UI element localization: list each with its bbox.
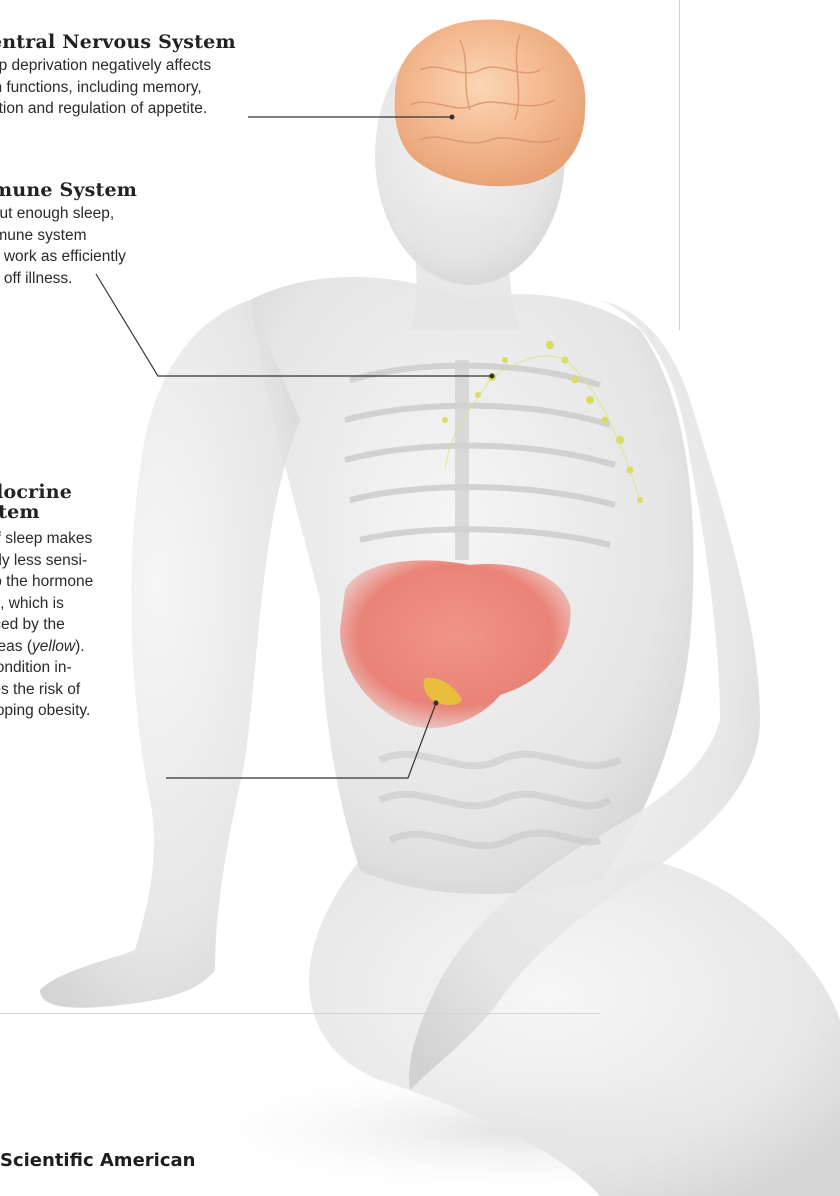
callout-title: nmune System — [0, 180, 137, 200]
callout-line: not work as efficiently — [0, 246, 137, 268]
callout-line: ulin, which is — [0, 593, 93, 615]
column-divider — [679, 0, 680, 330]
callout-line: veloping obesity. — [0, 700, 93, 722]
callout-title-line: ystem — [0, 502, 93, 522]
callout-line: in functions, including memory, — [0, 77, 236, 99]
callout-body: ep deprivation negatively affects in fun… — [0, 55, 236, 120]
callout-line: ep deprivation negatively affects — [0, 55, 236, 77]
italic-yellow: yellow — [32, 638, 75, 655]
callout-title: entral Nervous System — [0, 32, 236, 52]
callout-line: otion and regulation of appetite. — [0, 98, 236, 120]
callout-body: thout enough sleep, immune system not wo… — [0, 203, 137, 289]
callout-endocrine-system: ndocrine ystem k of sleep makes body les… — [0, 482, 93, 722]
callout-line: duced by the — [0, 614, 93, 636]
callout-line: thout enough sleep, — [0, 203, 137, 225]
callout-line: immune system — [0, 225, 137, 247]
publication-credit: Scientific American — [0, 1150, 195, 1171]
callout-line: s condition in- — [0, 657, 93, 679]
callout-immune-system: nmune System thout enough sleep, immune … — [0, 180, 137, 289]
callout-line: k of sleep makes — [0, 528, 93, 550]
callout-line: ght off illness. — [0, 268, 137, 290]
callout-title-line: ndocrine — [0, 482, 93, 502]
callout-body: k of sleep makes body less sensi- e to t… — [0, 528, 93, 722]
callout-line: e to the hormone — [0, 571, 93, 593]
callout-line: body less sensi- — [0, 550, 93, 572]
callout-line: ases the risk of — [0, 679, 93, 701]
callout-title: ndocrine ystem — [0, 482, 93, 522]
bottom-divider — [0, 1013, 600, 1014]
callout-line: ncreas (yellow). — [0, 636, 93, 658]
callout-central-nervous-system: entral Nervous System ep deprivation neg… — [0, 32, 236, 120]
